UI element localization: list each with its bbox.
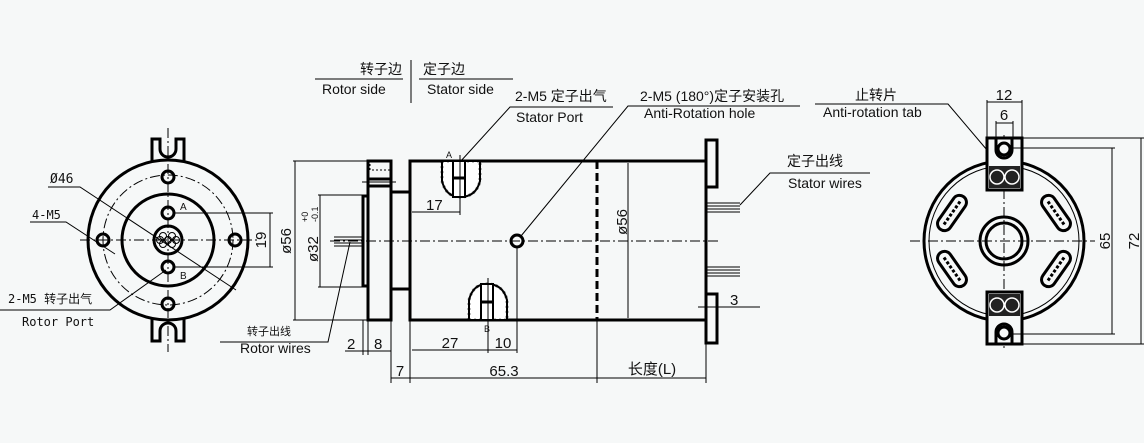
dim-3: 3	[730, 292, 738, 309]
anti-rotation-hole-cn: 2-M5 (180°)定子安装孔	[640, 88, 784, 104]
mounting-tab-bottom	[150, 318, 186, 343]
stator-wires-en: Stator wires	[788, 175, 862, 191]
port-a-side-label: A	[446, 150, 452, 160]
wire-slots	[936, 193, 1072, 289]
stator-side-en: Stator side	[427, 81, 494, 97]
dim-32: ø32	[305, 236, 322, 262]
rotor-side-en: Rotor side	[322, 81, 386, 97]
anti-rotation-hole-en: Anti-Rotation hole	[644, 105, 756, 121]
mount-hole	[227, 232, 243, 248]
rotor-wires	[334, 236, 363, 247]
pitch-circle	[102, 174, 234, 306]
stator-end-view: 止转片 Anti-rotation tab 12	[815, 87, 1144, 348]
anti-rotation-tab-top	[704, 138, 719, 189]
center-bore	[978, 215, 1030, 267]
outer-flange	[86, 158, 250, 322]
mounting-tab-top	[150, 137, 186, 162]
port-b-side-label: B	[484, 324, 490, 334]
anti-rotation-tab-cn: 止转片	[855, 87, 897, 103]
dim-7: 7	[396, 363, 404, 380]
rotor-wires-cn: 转子出线	[247, 324, 291, 338]
rotor-flange	[366, 159, 393, 322]
dim-65-3: 65.3	[489, 363, 518, 380]
anti-rotation-tab-en: Anti-rotation tab	[823, 104, 922, 120]
dim-27: 27	[442, 335, 459, 352]
dim-65: 65	[1097, 233, 1114, 250]
rotor-wires-en: Rotor wires	[240, 340, 311, 356]
dia46-label: Ø46	[50, 172, 73, 187]
stator-port-en: Stator Port	[516, 109, 583, 125]
dim-17: 17	[426, 197, 443, 214]
wire-hub	[152, 224, 184, 256]
stator-side-cn: 定子边	[423, 61, 465, 77]
dim-10: 10	[495, 335, 512, 352]
stator-port-cn: 2-M5 定子出气	[515, 88, 607, 104]
stator-wires	[707, 202, 740, 277]
dim-56-body: ø56	[614, 209, 631, 235]
dim-8: 8	[374, 336, 382, 353]
stator-body	[408, 159, 708, 322]
dim-72: 72	[1126, 233, 1143, 250]
stator-wires-cn: 定子出线	[787, 153, 843, 169]
port-b-label: B	[180, 271, 187, 282]
dim-6: 6	[1000, 107, 1008, 124]
port-a-label: A	[180, 202, 187, 213]
holes-4m5-label: 4-M5	[32, 208, 61, 222]
mount-hole	[160, 296, 176, 312]
anti-rotation-tab-bottom	[704, 292, 719, 345]
rotor-end-view: A B 19 Ø46 4-M5 2-M5 转子出气 Rotor Port	[0, 128, 273, 352]
rotor-port-en-label: Rotor Port	[22, 315, 94, 329]
dim-19: 19	[253, 232, 270, 249]
dim-12: 12	[996, 87, 1013, 104]
dim-32-tol-lower: -0.1	[310, 206, 320, 222]
dim-2: 2	[347, 336, 355, 353]
rotor-port-cn-label: 2-M5 转子出气	[8, 291, 92, 306]
rotor-side-cn: 转子边	[360, 61, 402, 77]
mount-hole	[160, 169, 176, 185]
dim-32-tol-upper: +0	[300, 212, 310, 222]
dim-length-l: 长度(L)	[628, 361, 676, 378]
side-view: 转子边 Rotor side 定子边 Stator side 2-M5 定子出气…	[220, 60, 870, 383]
dim-56-flange: ø56	[278, 228, 295, 254]
